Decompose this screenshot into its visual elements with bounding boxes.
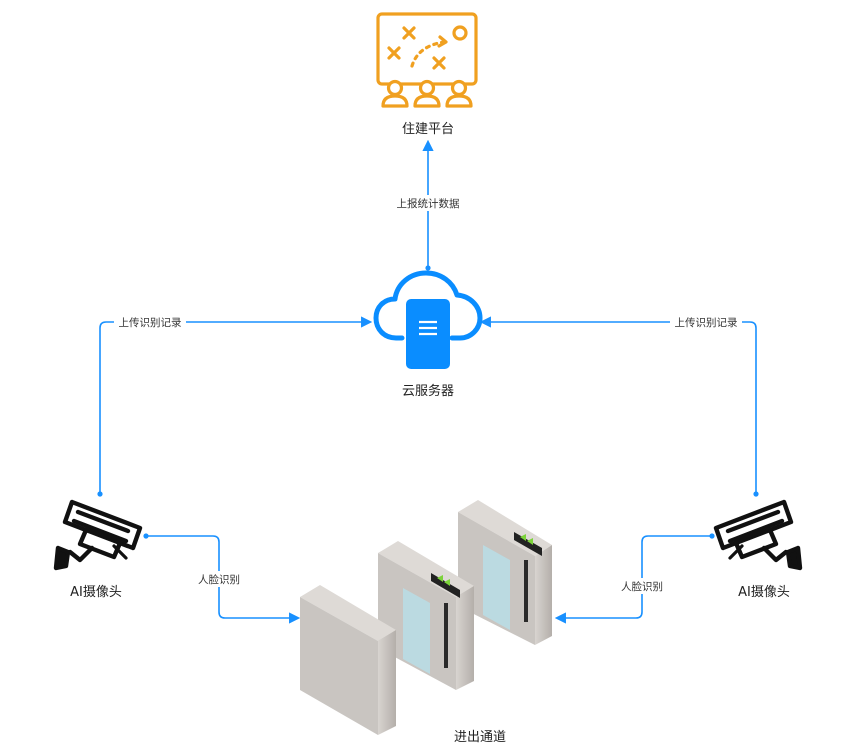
strategy-board-icon [376,12,478,108]
node-camera-right: AI摄像头 [713,499,803,600]
edge-label-bg [114,314,186,330]
node-platform: 住建平台 [376,12,478,137]
gate-middle [378,541,474,690]
edge-label-bg [670,314,742,330]
edge-left-camera-to-cloud-start [97,491,103,497]
edge-right-camera-to-gate [554,535,712,624]
edge-label-left-camera-to-gate: 人脸识别 [198,573,240,586]
edge-right-camera-to-cloud [479,316,757,494]
edge-label-bg [394,195,462,211]
edge-label-right-camera-to-gate: 人脸识别 [621,580,663,593]
edge-label-right-camera-to-cloud: 上传识别记录 [675,317,738,329]
turnstile-gate-icon [300,500,552,735]
camera-right-label: AI摄像头 [738,585,790,600]
edge-label-left-camera-to-cloud: 上传识别记录 [119,317,182,329]
edge-cloud-to-platform-start [425,265,431,271]
connectors [97,139,759,624]
edge-label-bg [615,578,669,594]
gate-back [458,500,552,645]
node-cloud: 云服务器 [373,270,483,399]
security-camera-icon [53,499,143,571]
edge-label-bg [192,571,246,587]
edge-label-cloud-to-platform: 上报统计数据 [397,197,460,210]
edge-right-camera-to-gate-start [709,533,715,539]
edge-right-camera-to-cloud-start [753,491,759,497]
cloud-server-icon [373,270,483,369]
node-gates: 进出通道 [300,500,552,745]
platform-label: 住建平台 [402,122,454,137]
gates-label: 进出通道 [454,730,506,745]
camera-left-label: AI摄像头 [70,585,122,600]
edge-left-camera-to-cloud [99,316,373,494]
edge-left-camera-to-gate-start [143,533,149,539]
edge-labels: 上报统计数据 上传识别记录 上传识别记录 人脸识别 人脸识别 [114,195,742,594]
cloud-label: 云服务器 [402,383,454,399]
gate-front [300,585,396,735]
security-camera-icon [713,499,803,571]
node-camera-left: AI摄像头 [53,499,143,600]
